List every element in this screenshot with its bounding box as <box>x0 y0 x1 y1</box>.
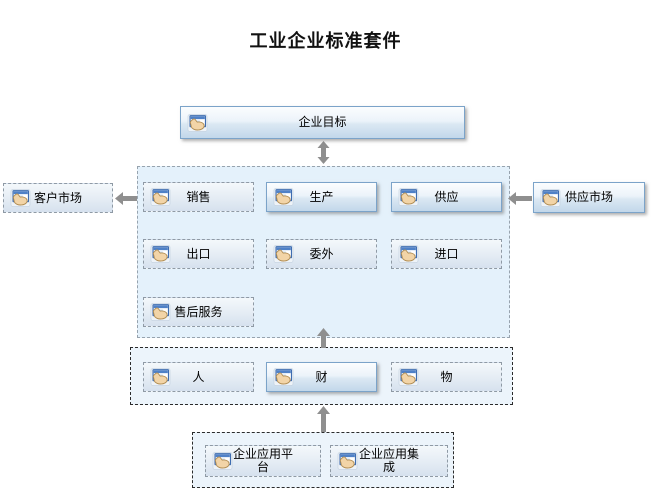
node-label: 生产 <box>309 189 334 204</box>
node-label: 企业应用平台 <box>232 447 293 474</box>
node-production[interactable]: 生产 <box>266 182 377 212</box>
form-hand-icon <box>398 368 419 386</box>
node-label: 财 <box>315 369 328 384</box>
node-label: 客户市场 <box>33 190 82 205</box>
form-hand-icon <box>150 368 171 386</box>
form-hand-icon <box>212 452 233 470</box>
node-supply[interactable]: 供应 <box>391 182 502 212</box>
form-hand-icon <box>10 189 31 207</box>
node-label: 销售 <box>186 189 211 204</box>
node-outsourcing[interactable]: 委外 <box>266 239 377 269</box>
form-hand-icon <box>273 368 294 386</box>
node-label: 售后服务 <box>174 304 223 319</box>
node-label: 委外 <box>309 246 334 261</box>
form-hand-icon <box>187 114 208 132</box>
form-hand-icon <box>398 188 419 206</box>
node-import[interactable]: 进口 <box>391 239 502 269</box>
arrow-to-customer-market-icon <box>115 192 137 205</box>
node-label: 物 <box>440 369 453 384</box>
node-finance[interactable]: 财 <box>266 362 377 392</box>
node-material[interactable]: 物 <box>391 362 502 392</box>
form-hand-icon <box>273 245 294 263</box>
form-hand-icon <box>150 188 171 206</box>
node-sales[interactable]: 销售 <box>143 182 254 212</box>
form-hand-icon <box>150 245 171 263</box>
node-enterprise-app-platform[interactable]: 企业应用平台 <box>205 445 321 477</box>
node-label: 企业目标 <box>298 115 347 129</box>
node-people[interactable]: 人 <box>143 362 254 392</box>
arrow-from-supply-market-icon <box>508 192 532 205</box>
form-hand-icon <box>273 188 294 206</box>
node-supply-market[interactable]: 供应市场 <box>533 182 645 213</box>
node-label: 供应市场 <box>564 190 613 204</box>
arrow-resources-to-business-icon <box>317 328 330 348</box>
form-hand-icon <box>540 189 561 207</box>
node-label: 出口 <box>186 246 211 261</box>
form-hand-icon <box>337 452 358 470</box>
node-after-sales-service[interactable]: 售后服务 <box>143 297 254 327</box>
form-hand-icon <box>150 303 171 321</box>
page-title: 工业企业标准套件 <box>249 31 402 51</box>
node-label: 供应 <box>434 189 459 204</box>
node-export[interactable]: 出口 <box>143 239 254 269</box>
node-label: 企业应用集成 <box>358 447 419 474</box>
node-enterprise-app-integration[interactable]: 企业应用集成 <box>330 445 448 477</box>
arrow-platform-to-resources-icon <box>317 406 330 432</box>
node-enterprise-goal[interactable]: 企业目标 <box>180 106 465 139</box>
form-hand-icon <box>398 245 419 263</box>
node-customer-market[interactable]: 客户市场 <box>3 183 113 213</box>
node-label: 进口 <box>434 246 459 261</box>
node-label: 人 <box>192 369 205 384</box>
double-vertical-arrow-icon <box>317 141 330 164</box>
